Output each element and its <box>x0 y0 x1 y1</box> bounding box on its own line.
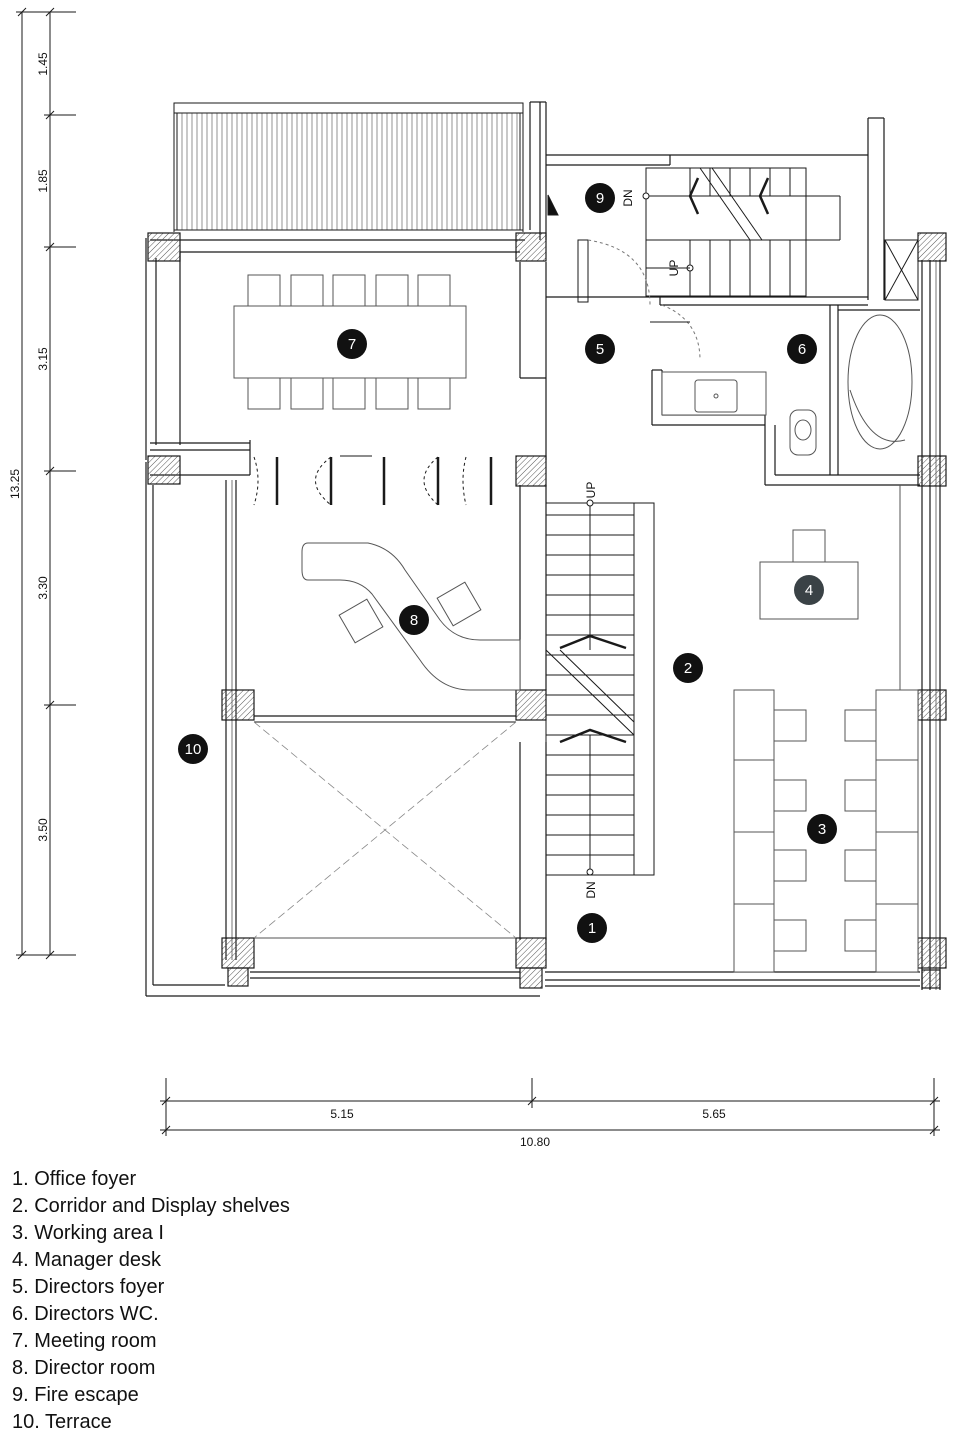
fire-stair-down-label: DN <box>621 189 635 206</box>
stair-down-label: DN <box>584 881 598 898</box>
void-area <box>253 715 517 939</box>
legend-item: 9. Fire escape <box>12 1384 139 1406</box>
svg-text:5: 5 <box>596 341 604 358</box>
legend-item: 3. Working area I <box>12 1222 164 1244</box>
dim-v-2: 1.85 <box>36 169 50 193</box>
wc-fixtures <box>661 314 913 456</box>
room-marker-10: 10 <box>178 734 208 764</box>
svg-text:8: 8 <box>410 612 418 629</box>
stair-up-label: UP <box>584 482 598 499</box>
room-legend: 1. Office foyer 2. Corridor and Display … <box>12 1166 290 1436</box>
dim-h-1: 5.15 <box>330 1107 354 1121</box>
legend-item: 2. Corridor and Display shelves <box>12 1195 290 1217</box>
horizontal-dimension-chain <box>160 1078 940 1136</box>
svg-text:7: 7 <box>348 336 356 353</box>
lift-shaft <box>884 239 919 301</box>
legend-item: 7. Meeting room <box>12 1330 157 1352</box>
svg-text:6: 6 <box>798 341 806 358</box>
legend-item: 1. Office foyer <box>12 1168 137 1190</box>
room-marker-5: 5 <box>585 334 615 364</box>
svg-text:2: 2 <box>684 660 692 677</box>
legend-item: 8. Director room <box>12 1357 156 1379</box>
legend-item: 6. Directors WC. <box>12 1303 159 1325</box>
legend-item: 5. Directors foyer <box>12 1276 165 1298</box>
svg-text:10: 10 <box>185 741 202 758</box>
fire-stair-up-label: UP <box>667 260 681 277</box>
room-marker-4: 4 <box>794 575 824 605</box>
dim-h-total: 10.80 <box>520 1135 550 1149</box>
dim-h-2: 5.65 <box>702 1107 726 1121</box>
vertical-dimension-chain <box>16 7 76 960</box>
structural-columns <box>147 232 947 989</box>
dim-v-3: 3.15 <box>36 347 50 371</box>
directors-foyer-door <box>577 239 701 361</box>
room-marker-1: 1 <box>577 913 607 943</box>
legend-item: 10. Terrace <box>12 1411 112 1433</box>
director-room-partition <box>253 380 547 506</box>
dim-v-1: 1.45 <box>36 52 50 76</box>
top-planter <box>173 102 524 232</box>
fire-escape-stair <box>547 167 841 297</box>
svg-text:9: 9 <box>596 190 604 207</box>
room-marker-8: 8 <box>399 605 429 635</box>
legend-item: 4. Manager desk <box>12 1249 161 1271</box>
dim-v-4: 3.30 <box>36 576 50 600</box>
room-marker-3: 3 <box>807 814 837 844</box>
working-desks <box>733 485 919 973</box>
room-marker-6: 6 <box>787 334 817 364</box>
dim-v-5: 3.50 <box>36 818 50 842</box>
main-staircase <box>545 499 655 876</box>
svg-text:4: 4 <box>805 582 813 599</box>
room-marker-2: 2 <box>673 653 703 683</box>
manager-desk <box>759 529 859 620</box>
svg-text:3: 3 <box>818 821 826 838</box>
dim-v-total: 13.25 <box>8 469 22 499</box>
svg-text:1: 1 <box>588 920 596 937</box>
room-marker-9: 9 <box>585 183 615 213</box>
room-marker-7: 7 <box>337 329 367 359</box>
